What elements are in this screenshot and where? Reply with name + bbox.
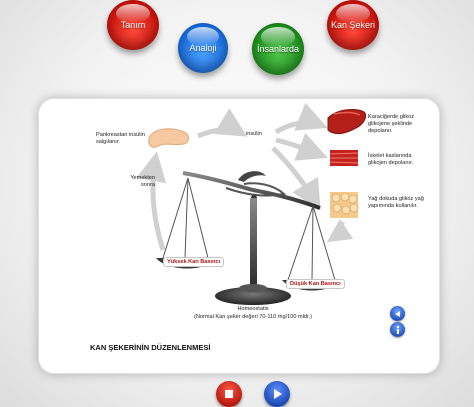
kan-sekeri-label: Kan Şekeri: [330, 20, 376, 30]
insulin-label: insülin: [246, 131, 262, 137]
insanlarda-label: İnsanlarda: [256, 44, 300, 54]
fat-text: Yağ dokuda glikoz yağ yapımında kullanıl…: [368, 196, 424, 209]
fat-tissue-icon: [330, 192, 359, 218]
low-sugar-label: Düşük Kan Basıncı: [286, 279, 345, 289]
liver-text: Karaciğerde glikoz glikojene şeklinde de…: [368, 114, 415, 134]
stop-button[interactable]: [216, 381, 242, 407]
page-title: KAN ŞEKERİNİN DÜZENLENMESİ: [90, 343, 211, 352]
arrow-pancreas-insulin: [197, 108, 248, 139]
after-meal-label: Yemekten sonra: [130, 175, 155, 188]
insanlarda-button[interactable]: İnsanlarda: [252, 23, 304, 75]
pancreas-label: Pankreastan insülin salgılanır.: [96, 132, 145, 145]
arrow-insulin-liver: [274, 102, 328, 135]
tanim-label: Tanım: [120, 20, 146, 30]
liver-icon: [327, 109, 367, 135]
analoji-button[interactable]: Analoji: [178, 23, 228, 73]
tanim-button[interactable]: Tanım: [107, 0, 159, 50]
high-sugar-label: Yüksek Kan Basıncı: [163, 257, 225, 267]
muscle-text: İskelet kaslarında glikojen depolanır.: [368, 153, 414, 166]
analoji-label: Analoji: [189, 43, 217, 53]
info-icon: [396, 325, 399, 334]
muscle-tissue-icon: [329, 150, 359, 166]
info-button[interactable]: [390, 322, 405, 337]
play-button[interactable]: [264, 381, 290, 407]
pancreas-icon: [148, 128, 189, 148]
arrow-fat-to-scale: [326, 218, 354, 243]
back-button[interactable]: [390, 306, 405, 321]
arrow-insulin-muscle: [275, 132, 328, 161]
play-icon: [274, 389, 282, 399]
kan-sekeri-button[interactable]: Kan Şekeri: [327, 0, 379, 50]
stop-icon: [225, 390, 233, 398]
arrow-to-pancreas: [136, 151, 167, 251]
arrow-insulin-fat: [271, 146, 321, 211]
homeostasis-title: Homeostatis: [237, 306, 269, 312]
triangle-left-icon: [394, 310, 400, 317]
content-panel: Pankreastan insülin salgılanır. insülin …: [38, 98, 440, 374]
homeostasis-range: (Normal Kan şeker değeri 70-110 mg/100 m…: [193, 314, 313, 320]
